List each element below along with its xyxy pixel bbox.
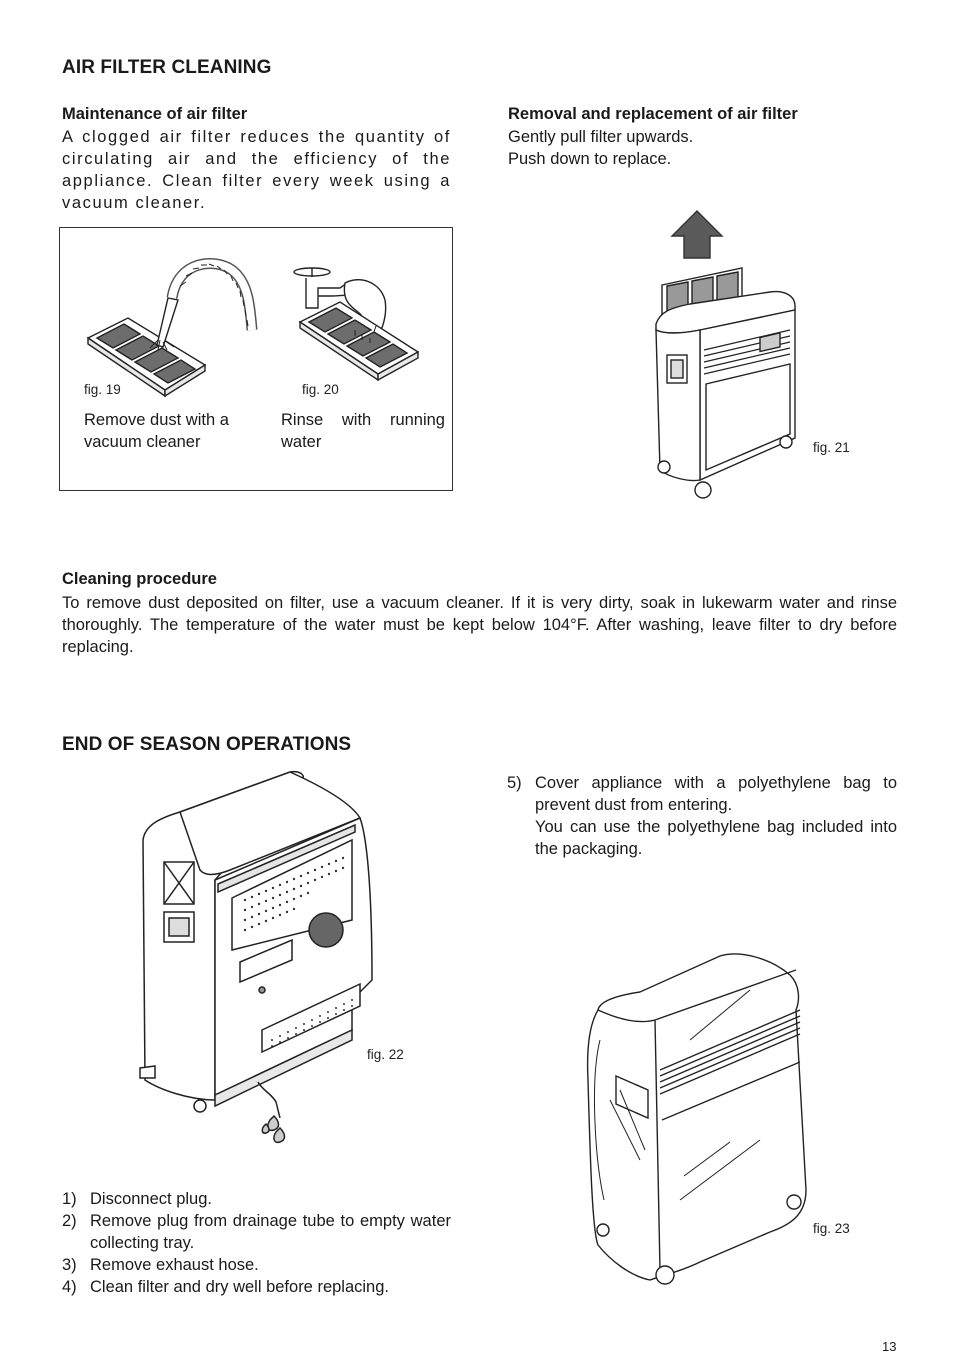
list-item: 1)Disconnect plug.	[62, 1190, 212, 1208]
fig-22-label: fig. 22	[367, 1047, 404, 1062]
list-item: 3)Remove exhaust hose.	[62, 1256, 259, 1274]
section-title-air-filter: AIR FILTER CLEANING	[62, 57, 272, 78]
fig-20-caption: Rinse with running water	[281, 411, 445, 451]
fig-20-label: fig. 20	[302, 382, 339, 397]
fig-23-label: fig. 23	[813, 1221, 850, 1236]
step-5-text: Cover appliance with a polyethylene bag …	[535, 774, 897, 814]
fig-21-label: fig. 21	[813, 440, 850, 455]
maintenance-text: A clogged air filter reduces the quantit…	[62, 128, 451, 212]
fig-19-caption: Remove dust with a vacuum cleaner	[84, 411, 229, 451]
step-5: 5) Cover appliance with a polyethylene b…	[507, 772, 897, 860]
maintenance-heading: Maintenance of air filter	[62, 105, 248, 123]
list-item: 2)Remove plug from drainage tube to empt…	[62, 1212, 451, 1252]
list-item: 5) Cover appliance with a polyethylene b…	[507, 774, 897, 858]
cleaning-heading: Cleaning procedure	[62, 570, 217, 588]
removal-heading: Removal and replacement of air filter	[508, 105, 798, 123]
section-title-end-of-season: END OF SEASON OPERATIONS	[62, 734, 352, 755]
fig-19-label: fig. 19	[84, 382, 121, 397]
removal-line-1: Gently pull filter upwards.	[508, 128, 694, 146]
figure-box-19-20	[59, 227, 453, 491]
removal-line-2: Push down to replace.	[508, 150, 672, 168]
list-item: 4)Clean filter and dry well before repla…	[62, 1278, 389, 1296]
season-steps-list: 1)Disconnect plug. 2)Remove plug from dr…	[62, 1188, 451, 1298]
cleaning-text: To remove dust deposited on filter, use …	[62, 594, 897, 656]
step-5-note: You can use the polyethylene bag include…	[535, 818, 897, 858]
page-number: 13	[882, 1339, 897, 1354]
